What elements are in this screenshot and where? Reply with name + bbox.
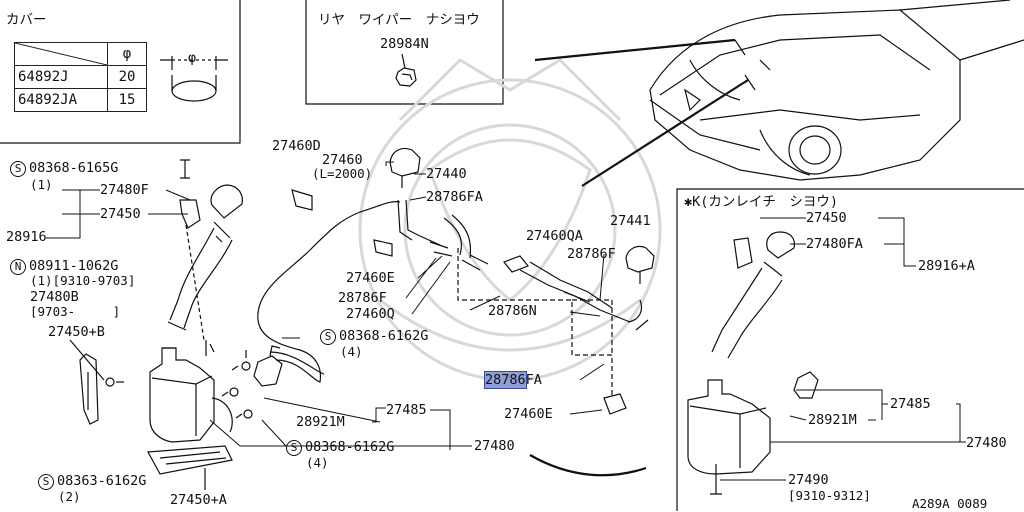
part-27480b[interactable]: 27480B	[30, 289, 79, 305]
nut-icon	[395, 53, 417, 87]
cover-box-border	[0, 0, 241, 144]
bracket-icon	[79, 353, 99, 425]
s-symbol: S	[38, 474, 54, 490]
kanreichi-title: ✱K(カンレイチ シヨウ)	[684, 194, 839, 210]
washer-tank-icon	[149, 347, 233, 443]
leader-line	[185, 224, 205, 341]
rear-wiper-box-border	[305, 0, 504, 105]
clip-icon	[291, 189, 627, 415]
rear-wiper-title: リヤ ワイパー ナシヨウ	[318, 12, 480, 28]
bolt-icon	[105, 361, 253, 419]
part-27480fa[interactable]: 27480FA	[806, 236, 863, 252]
part-27485[interactable]: 27485	[890, 396, 931, 412]
part-28916-a[interactable]: 28916+A	[918, 258, 975, 274]
part-28916[interactable]: 28916	[6, 229, 47, 245]
pump-icon	[253, 345, 283, 387]
qty-label: (4)	[306, 455, 329, 470]
highlight-mark: 28786	[484, 371, 527, 389]
leader-line	[69, 339, 105, 381]
car-icon	[649, 0, 1024, 181]
filler-neck-icon	[167, 184, 243, 331]
s-symbol: S	[10, 161, 26, 177]
part-27450[interactable]: 27450	[806, 210, 847, 226]
filler-neck-icon	[711, 231, 795, 359]
part-27450[interactable]: 27450	[100, 206, 141, 222]
part-27460e[interactable]: 27460E	[346, 270, 395, 286]
part-28786fa-highlighted[interactable]: 28786FA	[484, 371, 542, 389]
cover-cylinder-icon	[160, 56, 228, 102]
qty-label: (2)	[58, 489, 81, 504]
part-27450-b[interactable]: 27450+B	[48, 324, 105, 340]
label-suffix: FA	[525, 372, 542, 388]
part-27460d[interactable]: 27460D	[272, 138, 321, 154]
part-08368-6165g[interactable]: 08368-6165G	[29, 160, 119, 176]
part-27440[interactable]: 27440	[426, 166, 467, 182]
cover-dim-symbol: φ	[188, 50, 197, 66]
arrow-icon	[529, 454, 647, 477]
cover-row-part: 64892JA	[14, 88, 108, 112]
pump-icon	[793, 371, 819, 399]
part-28921m[interactable]: 28921M	[808, 412, 857, 428]
part-27460qa[interactable]: 27460QA	[526, 228, 583, 244]
s-symbol: S	[286, 440, 302, 456]
part-27460e[interactable]: 27460E	[504, 406, 553, 422]
s-symbol: S	[320, 329, 336, 345]
cover-table-diagonal-cell	[14, 42, 108, 66]
footer-code: A289A 0089	[912, 496, 988, 511]
part-08368-6162g[interactable]: 08368-6162G	[305, 439, 395, 455]
part-27480[interactable]: 27480	[966, 435, 1007, 451]
part-08911-1062g[interactable]: 08911-1062G	[29, 258, 119, 274]
length-label: (L=2000)	[312, 166, 373, 181]
part-28786f[interactable]: 28786F	[338, 290, 387, 306]
part-28786n[interactable]: 28786N	[488, 303, 537, 319]
part-27441[interactable]: 27441	[610, 213, 651, 229]
diagonal-line	[15, 43, 107, 65]
part-28984n[interactable]: 28984N	[380, 36, 429, 52]
qty-date-label: (1)[9310-9703]	[30, 273, 136, 288]
bracket-icon	[147, 445, 233, 475]
part-28786fa[interactable]: 28786FA	[426, 189, 483, 205]
qty-label: (4)	[340, 344, 363, 359]
n-symbol: N	[10, 259, 26, 275]
part-28921m[interactable]: 28921M	[296, 414, 345, 430]
hose-icon	[257, 201, 401, 383]
nozzle-icon	[389, 147, 655, 284]
qty-label: (1)	[30, 177, 53, 192]
arrow-icon	[534, 38, 736, 62]
part-27450-a[interactable]: 27450+A	[170, 492, 227, 508]
part-08368-6162g[interactable]: 08368-6162G	[339, 328, 429, 344]
part-27480f[interactable]: 27480F	[100, 182, 149, 198]
cover-row-value: 15	[107, 88, 147, 112]
part-27460q[interactable]: 27460Q	[346, 306, 395, 322]
sensor-icon	[710, 464, 722, 495]
date-label: [9310-9312]	[788, 488, 871, 503]
part-08363-6162g[interactable]: 08363-6162G	[57, 473, 147, 489]
part-27480[interactable]: 27480	[474, 438, 515, 454]
bolt-icon	[180, 159, 190, 179]
cover-table: φ 64892J 20 64892JA 15	[14, 42, 147, 112]
part-27460[interactable]: 27460	[322, 152, 363, 168]
date-label: [9703- ]	[30, 304, 121, 319]
part-27490[interactable]: 27490	[788, 472, 829, 488]
kanreichi-box-border	[676, 188, 1024, 511]
part-27485[interactable]: 27485	[386, 402, 427, 418]
cover-title: カバー	[6, 12, 47, 28]
arrow-icon	[581, 79, 749, 187]
leader-line	[457, 248, 613, 398]
leader-line	[209, 343, 247, 358]
